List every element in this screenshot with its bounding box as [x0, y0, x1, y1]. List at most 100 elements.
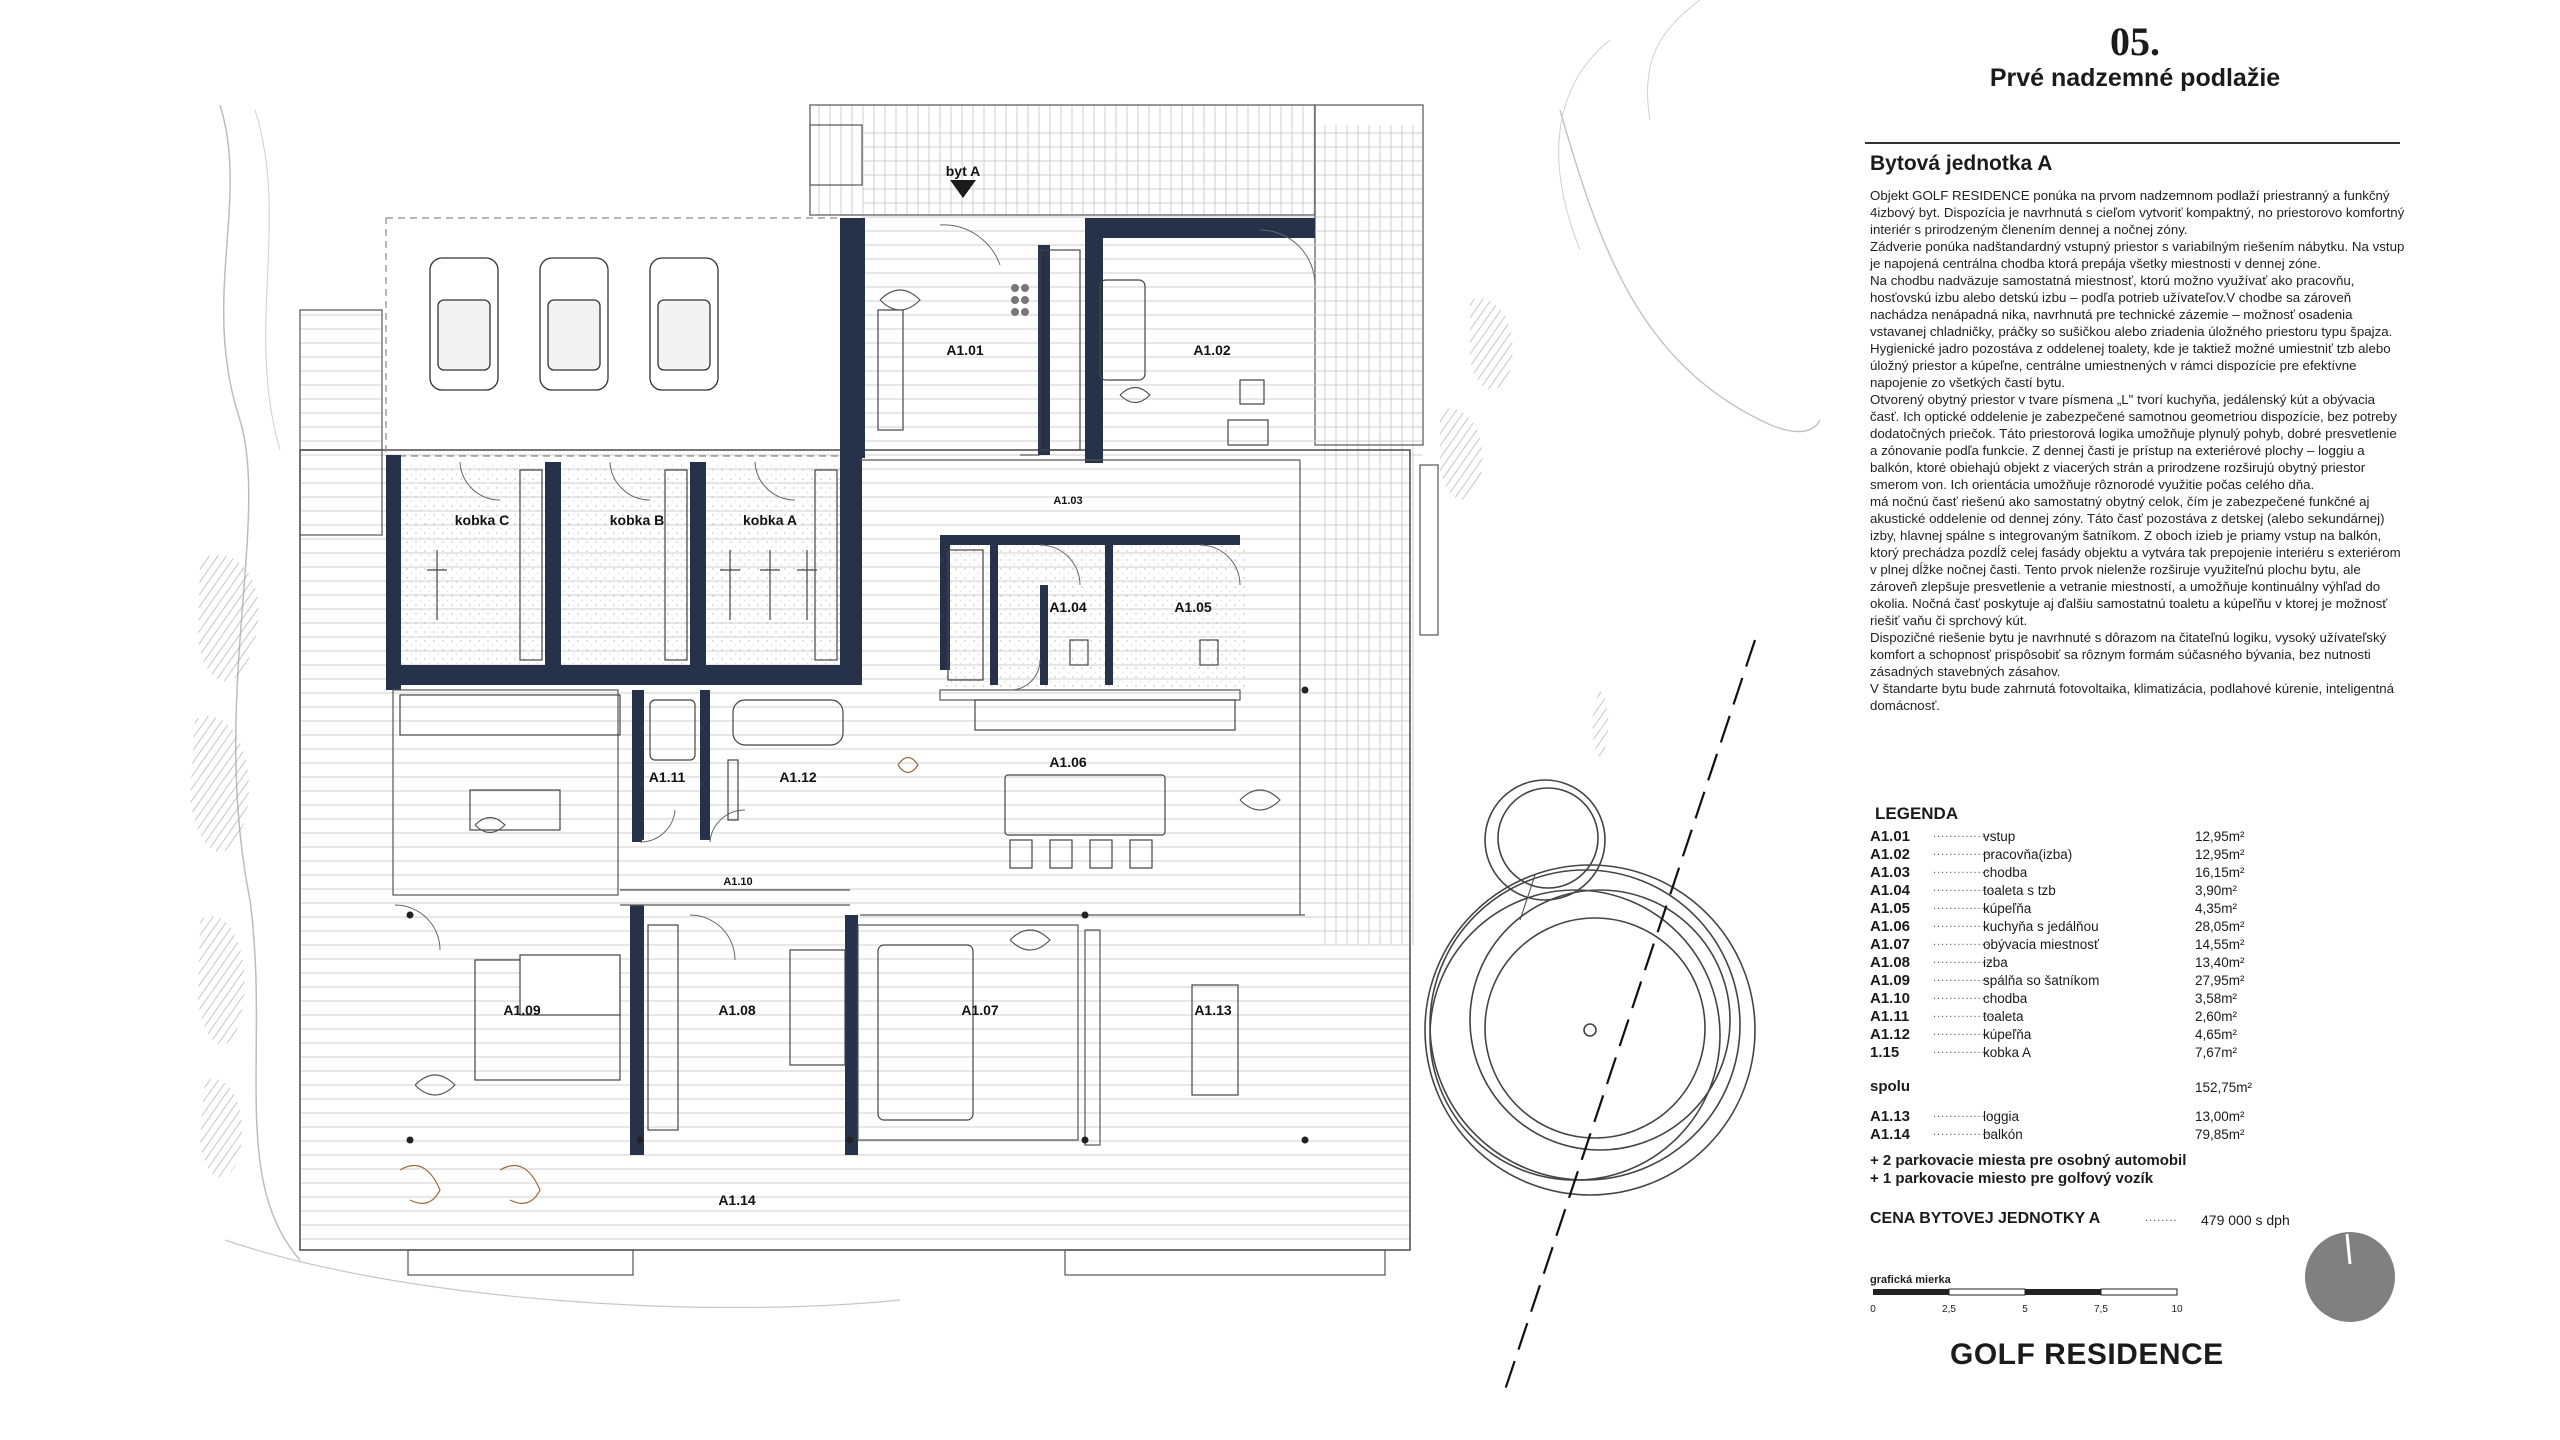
description-paragraph: Objekt GOLF RESIDENCE ponúka na prvom na…	[1870, 188, 2405, 237]
info-panel: 05. Prvé nadzemné podlažie Bytová jednot…	[1865, 0, 2405, 1440]
price-label: CENA BYTOVEJ JEDNOTKY A	[1870, 1210, 2101, 1227]
legend-area: 27,95m²	[2195, 973, 2245, 988]
entrance-label: byt A	[946, 163, 980, 179]
room-label-a111: A1.11	[649, 769, 686, 785]
legend-code: A1.11	[1870, 1008, 1910, 1025]
room-label-a107: A1.07	[961, 1002, 999, 1018]
legend-row: A1.04...............toaleta s tzb 3,90m²	[1870, 882, 2390, 900]
legend-code: A1.10	[1870, 990, 1911, 1007]
room-label-a102: A1.02	[1193, 342, 1231, 358]
room-label-a101: A1.01	[946, 342, 984, 358]
legend-dots: ...............	[1933, 990, 1994, 1002]
legend-code: A1.02	[1870, 846, 1911, 863]
legend-area: 4,35m²	[2195, 901, 2238, 916]
legend-name: loggia	[1983, 1109, 2020, 1124]
price-value: 479 000 s dph	[2201, 1212, 2290, 1228]
room-label-a106: A1.06	[1049, 754, 1087, 770]
cellar-label-c: kobka C	[455, 512, 509, 528]
legend-code: A1.09	[1870, 972, 1911, 989]
legend-code: A1.01	[1870, 828, 1911, 845]
legend-code: A1.13	[1870, 1108, 1911, 1125]
legend-area: 28,05m²	[2195, 919, 2245, 934]
floor-title: Prvé nadzemné podlažie	[1989, 64, 2281, 92]
legend-area: 3,58m²	[2195, 991, 2238, 1006]
legend-dots: ...............	[1933, 1026, 1994, 1038]
room-label-a103: A1.03	[1053, 495, 1082, 507]
description-paragraph: Hygienické jadro pozostáva z oddelenej t…	[1870, 341, 2391, 390]
cellar-label-a: kobka A	[743, 512, 797, 528]
room-label-a114: A1.14	[718, 1192, 756, 1208]
legend-area: 13,40m²	[2195, 955, 2245, 970]
unit-title: Bytová jednotka A	[1870, 152, 2053, 175]
room-label-a110: A1.10	[723, 876, 752, 888]
legend-dots: ...............	[1933, 1008, 1994, 1020]
divider	[1865, 142, 2400, 144]
legend-dots: ...............	[1933, 864, 1994, 876]
legend-row: A1.02...............pracovňa(izba)12,95m…	[1870, 846, 2390, 864]
legend-dots: ...............	[1933, 918, 1994, 930]
scale-and-north: grafická mierka 0 2,5 5 7,5 10	[1870, 1232, 2395, 1322]
scale-label: grafická mierka	[1870, 1274, 1952, 1286]
legend-code: A1.08	[1870, 954, 1911, 971]
legend-dots: ...............	[1933, 900, 1994, 912]
legend-area: 7,67m²	[2195, 1045, 2238, 1060]
legend-name: chodba	[1983, 991, 2028, 1006]
legend-area: 3,90m²	[2195, 883, 2238, 898]
legend-code: A1.12	[1870, 1026, 1911, 1043]
room-label-a104: A1.04	[1049, 599, 1087, 615]
legend-title: LEGENDA	[1875, 804, 1959, 823]
scale-tick: 2,5	[1942, 1304, 1956, 1315]
legend-name: kobka A	[1983, 1045, 2032, 1060]
legend-code: 1.15	[1870, 1044, 1900, 1061]
legend-dots: ...............	[1933, 1044, 1994, 1056]
cellar-label-b: kobka B	[610, 512, 664, 528]
legend-code: A1.05	[1870, 900, 1911, 917]
room-label-a112: A1.12	[779, 769, 817, 785]
legend-outdoor-table: A1.13............... loggia 13,00m² A1.14..…	[1870, 1108, 2390, 1144]
legend-name: obývacia miestnosť	[1983, 937, 2100, 952]
scale-tick: 7,5	[2094, 1304, 2108, 1315]
legend-dots: ...............	[1933, 1126, 1994, 1138]
legend-code: A1.06	[1870, 918, 1911, 935]
legend-name: vstup	[1983, 829, 2016, 844]
legend-code: A1.14	[1870, 1126, 1911, 1143]
legend-dots: ...............	[1933, 882, 1994, 894]
parking-note: + 1 parkovacie miesto pre golfový vozík	[1870, 1170, 2154, 1187]
legend-area: 13,00m²	[2195, 1109, 2245, 1124]
legend-name: kuchyňa s jedálňou	[1983, 919, 2099, 934]
legend-name: izba	[1983, 955, 2008, 970]
legend-area: 16,15m²	[2195, 865, 2245, 880]
legend-code: A1.04	[1870, 882, 1911, 899]
legend-row: A1.06...............kuchyňa s jedálňou 28…	[1870, 918, 2390, 936]
room-label-a109: A1.09	[503, 1002, 541, 1018]
price-dots: ........	[2145, 1212, 2178, 1224]
parking-cart-icon	[429, 257, 719, 391]
brand-logo-text: GOLF RESIDENCE	[1950, 1338, 2224, 1371]
scale-tick: 10	[2171, 1304, 2183, 1315]
description-paragraph: V štandarte bytu bude zahrnutá fotovolta…	[1870, 681, 2395, 713]
legend-dots: ...............	[1933, 972, 1994, 984]
plant-icon	[414, 289, 1281, 1096]
unit-description: Objekt GOLF RESIDENCE ponúka na prvom na…	[1870, 187, 2405, 714]
legend-name: toaleta	[1983, 1009, 2024, 1024]
scale-tick: 0	[1870, 1304, 1876, 1315]
legend-name: pracovňa(izba)	[1983, 847, 2073, 862]
legend-name: spálňa so šatníkom	[1983, 973, 2100, 988]
page-number: 05.	[2110, 19, 2160, 64]
legend-name: chodba	[1983, 865, 2028, 880]
legend-area: 12,95m²	[2195, 847, 2245, 862]
legend-name: toaleta s tzb	[1983, 883, 2056, 898]
legend-area: 14,55m²	[2195, 937, 2245, 952]
description-paragraph: Otvorený obytný priestor v tvare písmena…	[1870, 392, 2397, 492]
legend-row: A1.09...............spálňa so šatníkom 27…	[1870, 972, 2390, 990]
legend-area: 12,95m²	[2195, 829, 2245, 844]
